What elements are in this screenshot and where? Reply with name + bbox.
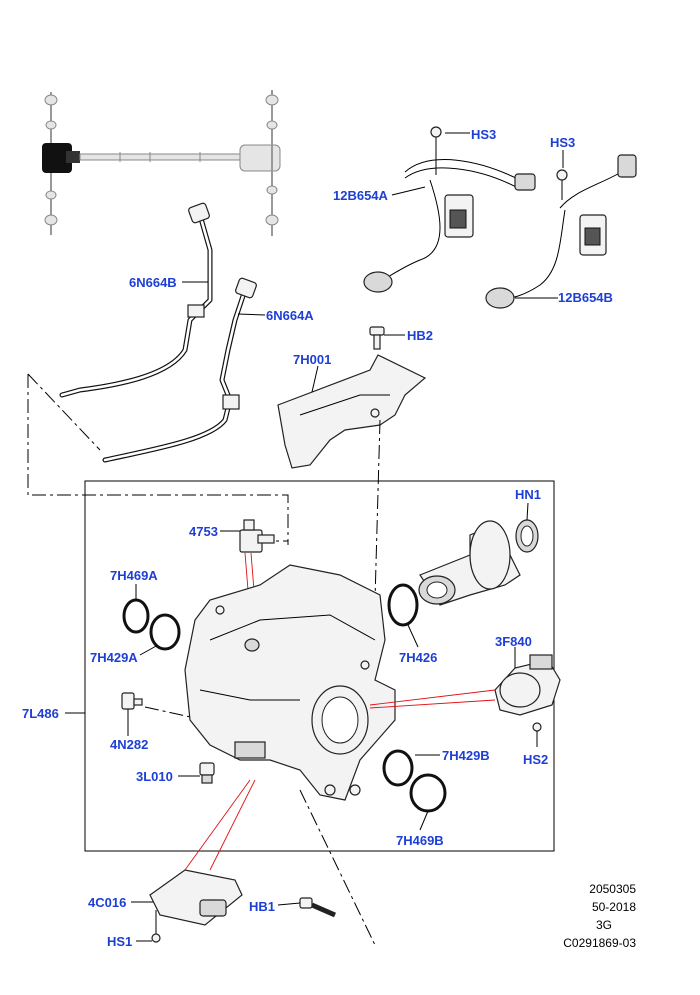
- callout-3f840[interactable]: 3F840: [495, 634, 532, 649]
- callout-7h469b[interactable]: 7H469B: [396, 833, 444, 848]
- oring-7h429a: [149, 613, 181, 651]
- driveline-thumbnail: [42, 90, 281, 236]
- oring-7h429b: [382, 749, 414, 787]
- callout-12b654a[interactable]: 12B654A: [333, 188, 388, 203]
- callout-4753[interactable]: 4753: [189, 524, 218, 539]
- reference-line-3: 3G: [595, 918, 612, 932]
- reference-line-4: C0291869-03: [563, 936, 636, 950]
- harness-12b654a: [363, 126, 536, 293]
- callout-hs2[interactable]: HS2: [523, 752, 549, 767]
- callout-4n282[interactable]: 4N282: [110, 737, 149, 752]
- harness-12b654b: [485, 154, 637, 309]
- transfer-case-housing: [184, 564, 396, 801]
- callout-hb2[interactable]: HB2: [407, 328, 434, 343]
- callout-hs3-b[interactable]: HS3: [550, 135, 576, 150]
- bolt-hb2: [369, 326, 385, 350]
- module-4c016: [149, 779, 256, 926]
- callout-6n664b[interactable]: 6N664B: [129, 275, 177, 290]
- callout-3l010[interactable]: 3L010: [136, 769, 173, 784]
- callout-7l486[interactable]: 7L486: [22, 706, 59, 721]
- callout-hs3-a[interactable]: HS3: [471, 127, 497, 142]
- bolt-hb1: [299, 897, 336, 918]
- leader-lines: [65, 132, 564, 942]
- callout-7h469a[interactable]: 7H469A: [110, 568, 158, 583]
- plug-4n282: [121, 692, 143, 710]
- seal-7h469a: [122, 598, 150, 634]
- callout-hb1[interactable]: HB1: [249, 899, 276, 914]
- assembly-frame-7l486: [84, 480, 555, 852]
- screw-hs2: [532, 722, 542, 743]
- callout-7h429a[interactable]: 7H429A: [90, 650, 138, 665]
- reference-line-2: 50-2018: [591, 900, 636, 914]
- reference-line-1: 2050305: [589, 882, 636, 896]
- callout-7h429b[interactable]: 7H429B: [442, 748, 490, 763]
- plug-3l010: [199, 762, 215, 784]
- callout-hn1[interactable]: HN1: [515, 487, 542, 502]
- callout-7h426[interactable]: 7H426: [399, 650, 438, 665]
- oring-7h426: [387, 583, 419, 627]
- reference-block: 2050305 50-2018 3G C0291869-03: [556, 880, 636, 952]
- motor-3f840: [369, 654, 561, 716]
- callout-7h001[interactable]: 7H001: [293, 352, 332, 367]
- vent-tube-6n664a: [102, 277, 257, 463]
- callout-4c016[interactable]: 4C016: [88, 895, 127, 910]
- callout-6n664a[interactable]: 6N664A: [266, 308, 314, 323]
- output-flange: [418, 520, 521, 606]
- seal-hn1: [515, 519, 539, 553]
- seal-7h469b: [409, 773, 447, 813]
- callout-hs1[interactable]: HS1: [107, 934, 133, 949]
- heat-shield-7h001: [277, 354, 427, 469]
- screw-hs1: [151, 910, 161, 943]
- vent-tube-6n664b: [59, 202, 213, 398]
- callout-12b654b[interactable]: 12B654B: [558, 290, 613, 305]
